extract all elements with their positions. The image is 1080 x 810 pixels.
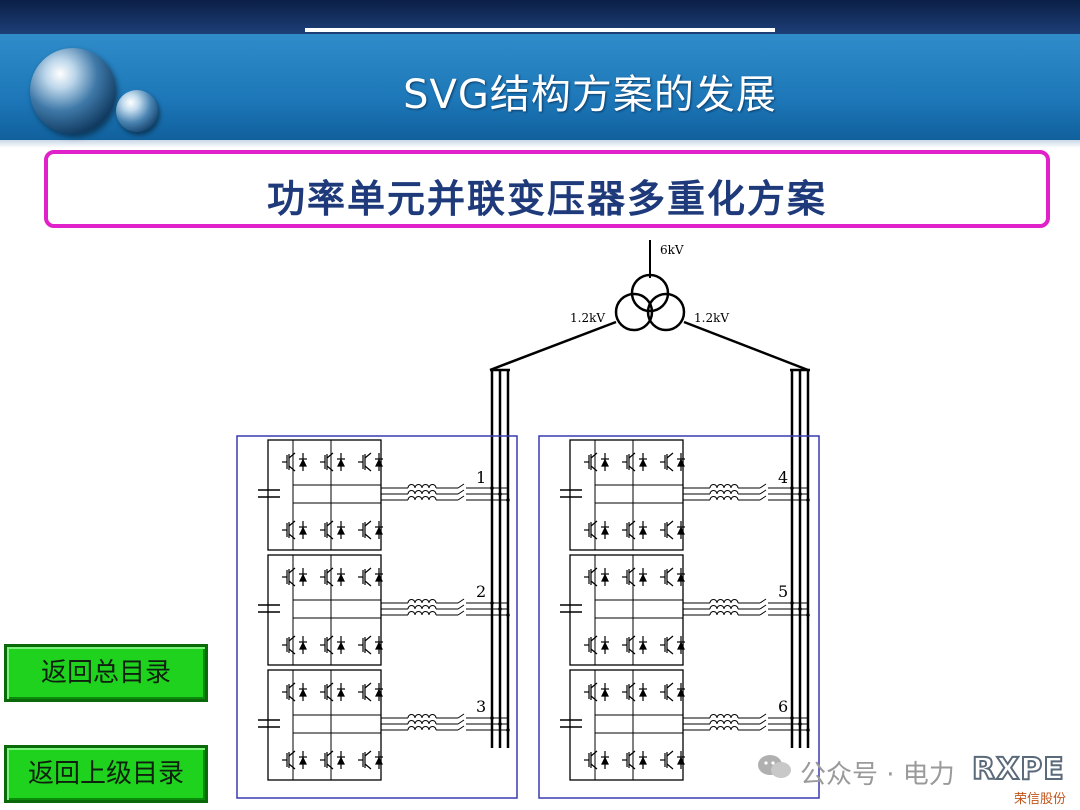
igbt-switch-icon [584,750,609,770]
igbt-switch-icon [660,682,685,702]
unit-group-right [538,435,820,799]
igbt-switch-icon [584,567,609,587]
back-to-main-menu-label: 返回总目录 [40,658,171,688]
header-shadow [0,140,1080,148]
section-subtitle: 功率单元并联变压器多重化方案 [266,177,827,221]
igbt-switch-icon [320,635,345,655]
igbt-switch-icon [584,452,609,472]
igbt-switch-icon [584,682,609,702]
company-logo-subtitle: 荣信股份 [1014,792,1067,807]
unit-label-2: 2 [476,582,486,601]
igbt-switch-icon [282,682,307,702]
igbt-switch-icon [358,635,383,655]
igbt-switch-icon [584,635,609,655]
transformer [614,240,686,332]
power-unit [258,554,510,666]
company-logo: RXPE [971,751,1065,788]
igbt-switch-icon [622,452,647,472]
igbt-switch-icon [622,750,647,770]
igbt-switch-icon [320,750,345,770]
igbt-switch-icon [622,682,647,702]
igbt-switch-icon [320,452,345,472]
power-unit [560,669,810,781]
igbt-switch-icon [660,750,685,770]
igbt-switch-icon [358,520,383,540]
wechat-icon [758,755,791,778]
igbt-switch-icon [660,520,685,540]
igbt-switch-icon [660,452,685,472]
power-unit [560,554,810,666]
voltage-right-label: 1.2kV [694,311,729,325]
feeder-left [489,320,617,748]
power-unit [258,439,510,551]
igbt-switch-icon [660,567,685,587]
igbt-switch-icon [622,520,647,540]
unit-label-4: 4 [778,468,788,487]
igbt-switch-icon [358,452,383,472]
voltage-primary-label: 6kV [660,243,684,257]
back-to-parent-menu-button[interactable]: 返回上级目录 [4,745,208,803]
unit-label-1: 1 [476,468,486,487]
igbt-switch-icon [660,635,685,655]
unit-group-left [236,435,518,799]
power-unit [560,439,810,551]
unit-label-6: 6 [778,697,788,716]
igbt-switch-icon [320,520,345,540]
top-divider [305,28,775,32]
header-banner [0,34,1080,144]
igbt-switch-icon [358,567,383,587]
igbt-switch-icon [358,682,383,702]
igbt-switch-icon [282,750,307,770]
power-unit [258,669,510,781]
igbt-switch-icon [584,520,609,540]
igbt-switch-icon [622,567,647,587]
unit-label-3: 3 [476,697,486,716]
igbt-switch-icon [282,635,307,655]
subtitle-box: 功率单元并联变压器多重化方案 [44,150,1050,228]
igbt-switch-icon [282,520,307,540]
igbt-switch-icon [358,750,383,770]
sphere-logo-large [30,48,116,134]
sphere-logo-small [116,90,158,132]
igbt-switch-icon [282,452,307,472]
back-to-parent-menu-label: 返回上级目录 [27,759,184,789]
back-to-main-menu-button[interactable]: 返回总目录 [4,644,208,702]
feeder-right [683,320,810,748]
unit-label-5: 5 [778,582,788,601]
igbt-switch-icon [320,682,345,702]
page-title: SVG结构方案的发展 [403,72,777,118]
igbt-switch-icon [622,635,647,655]
igbt-switch-icon [282,567,307,587]
igbt-switch-icon [320,567,345,587]
voltage-left-label: 1.2kV [570,311,605,325]
watermark-text: 公众号 · 电力 [800,760,955,790]
